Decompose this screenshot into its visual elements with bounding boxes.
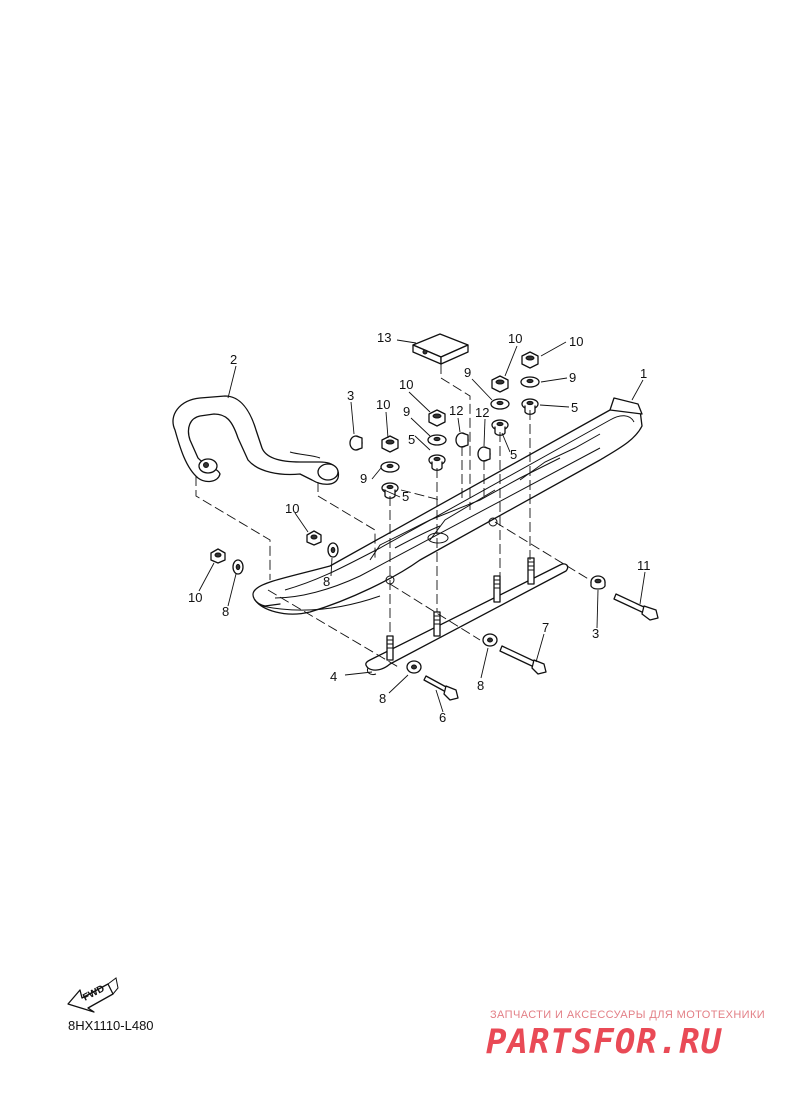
callout-10: 10 xyxy=(569,334,583,349)
callout-10: 10 xyxy=(508,331,522,346)
callout-3: 3 xyxy=(592,626,599,641)
callout-8: 8 xyxy=(323,574,330,589)
fwd-arrow-icon: FWD xyxy=(67,977,119,1013)
callout-numbers: 1 2 3 3 4 5 5 5 5 6 7 8 8 8 8 9 9 9 9 10… xyxy=(188,330,651,725)
stud-3 xyxy=(493,575,501,603)
callout-13: 13 xyxy=(377,330,391,345)
callout-4: 4 xyxy=(330,669,337,684)
callout-8: 8 xyxy=(477,678,484,693)
runner-bar xyxy=(365,557,569,675)
nut-parts xyxy=(210,351,539,564)
callout-9: 9 xyxy=(569,370,576,385)
stud-1 xyxy=(386,635,394,661)
wear-plate xyxy=(412,333,469,365)
callout-9: 9 xyxy=(403,404,410,419)
callout-5: 5 xyxy=(402,489,409,504)
callout-6: 6 xyxy=(439,710,446,725)
stud-2 xyxy=(433,611,441,637)
callout-5: 5 xyxy=(510,447,517,462)
washer-parts xyxy=(380,376,540,473)
bolt-11 xyxy=(613,593,659,621)
assembly-lines xyxy=(195,364,591,669)
callout-5: 5 xyxy=(408,432,415,447)
callout-2: 2 xyxy=(230,352,237,367)
stud-4 xyxy=(527,557,535,585)
callout-1: 1 xyxy=(640,366,647,381)
callout-9: 9 xyxy=(360,471,367,486)
ski-handle xyxy=(172,395,340,485)
callout-10: 10 xyxy=(188,590,202,605)
callout-12: 12 xyxy=(475,405,489,420)
callout-9: 9 xyxy=(464,365,471,380)
bushing-parts xyxy=(349,432,606,590)
callout-10: 10 xyxy=(376,397,390,412)
bolt-6 xyxy=(423,675,459,701)
callout-8: 8 xyxy=(379,691,386,706)
callout-12: 12 xyxy=(449,403,463,418)
watermark-logo: PARTSFOR.RU xyxy=(486,1022,723,1062)
flat-washer-parts xyxy=(232,542,498,674)
callout-11: 11 xyxy=(637,558,651,573)
callout-10: 10 xyxy=(285,501,299,516)
callout-10: 10 xyxy=(399,377,413,392)
callout-7: 7 xyxy=(542,620,549,635)
drawing-code: 8HX1110-L480 xyxy=(68,1018,154,1033)
callout-8: 8 xyxy=(222,604,229,619)
bolt-parts xyxy=(423,593,659,701)
leader-lines xyxy=(198,339,646,713)
callout-3: 3 xyxy=(347,388,354,403)
callout-5: 5 xyxy=(571,400,578,415)
bolt-7 xyxy=(499,645,547,675)
watermark-subtitle: ЗАПЧАСТИ И АКСЕССУАРЫ ДЛЯ МОТОТЕХНИКИ xyxy=(490,1009,766,1021)
ski-body xyxy=(252,397,643,615)
